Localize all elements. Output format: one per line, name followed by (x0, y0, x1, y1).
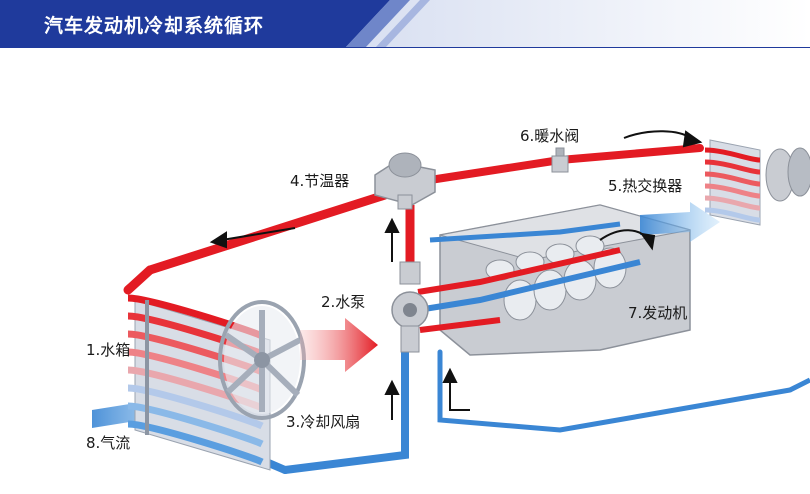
engine (417, 204, 691, 356)
title-bar-background (0, 0, 810, 48)
label-cooling-fan: 3.冷却风扇 (286, 413, 361, 431)
cooling-fan (218, 300, 306, 420)
label-radiator: 1.水箱 (86, 341, 131, 359)
heater-blower (765, 147, 810, 202)
label-airflow: 8.气流 (86, 434, 131, 452)
heater-valve (551, 147, 569, 173)
label-engine: 7.发动机 (628, 304, 688, 322)
label-heater-valve: 6.暖水阀 (520, 127, 580, 145)
water-pump (391, 261, 429, 353)
heat-exchanger-airflow-arrow (640, 202, 720, 242)
label-water-pump: 2.水泵 (321, 293, 366, 311)
page-title: 汽车发动机冷却系统循环 (44, 15, 265, 37)
label-heat-exchanger: 5.热交换器 (608, 177, 683, 195)
heat-exchanger (704, 139, 761, 226)
flow-direction-arrows (209, 130, 703, 420)
hot-pipe-top (123, 190, 390, 295)
title-bar: 汽车发动机冷却系统循环 (0, 0, 810, 48)
label-thermostat: 4.节温器 (290, 172, 350, 190)
thermostat (374, 152, 436, 210)
hot-air-arrow (300, 318, 378, 372)
cold-pipe-return (437, 349, 810, 433)
